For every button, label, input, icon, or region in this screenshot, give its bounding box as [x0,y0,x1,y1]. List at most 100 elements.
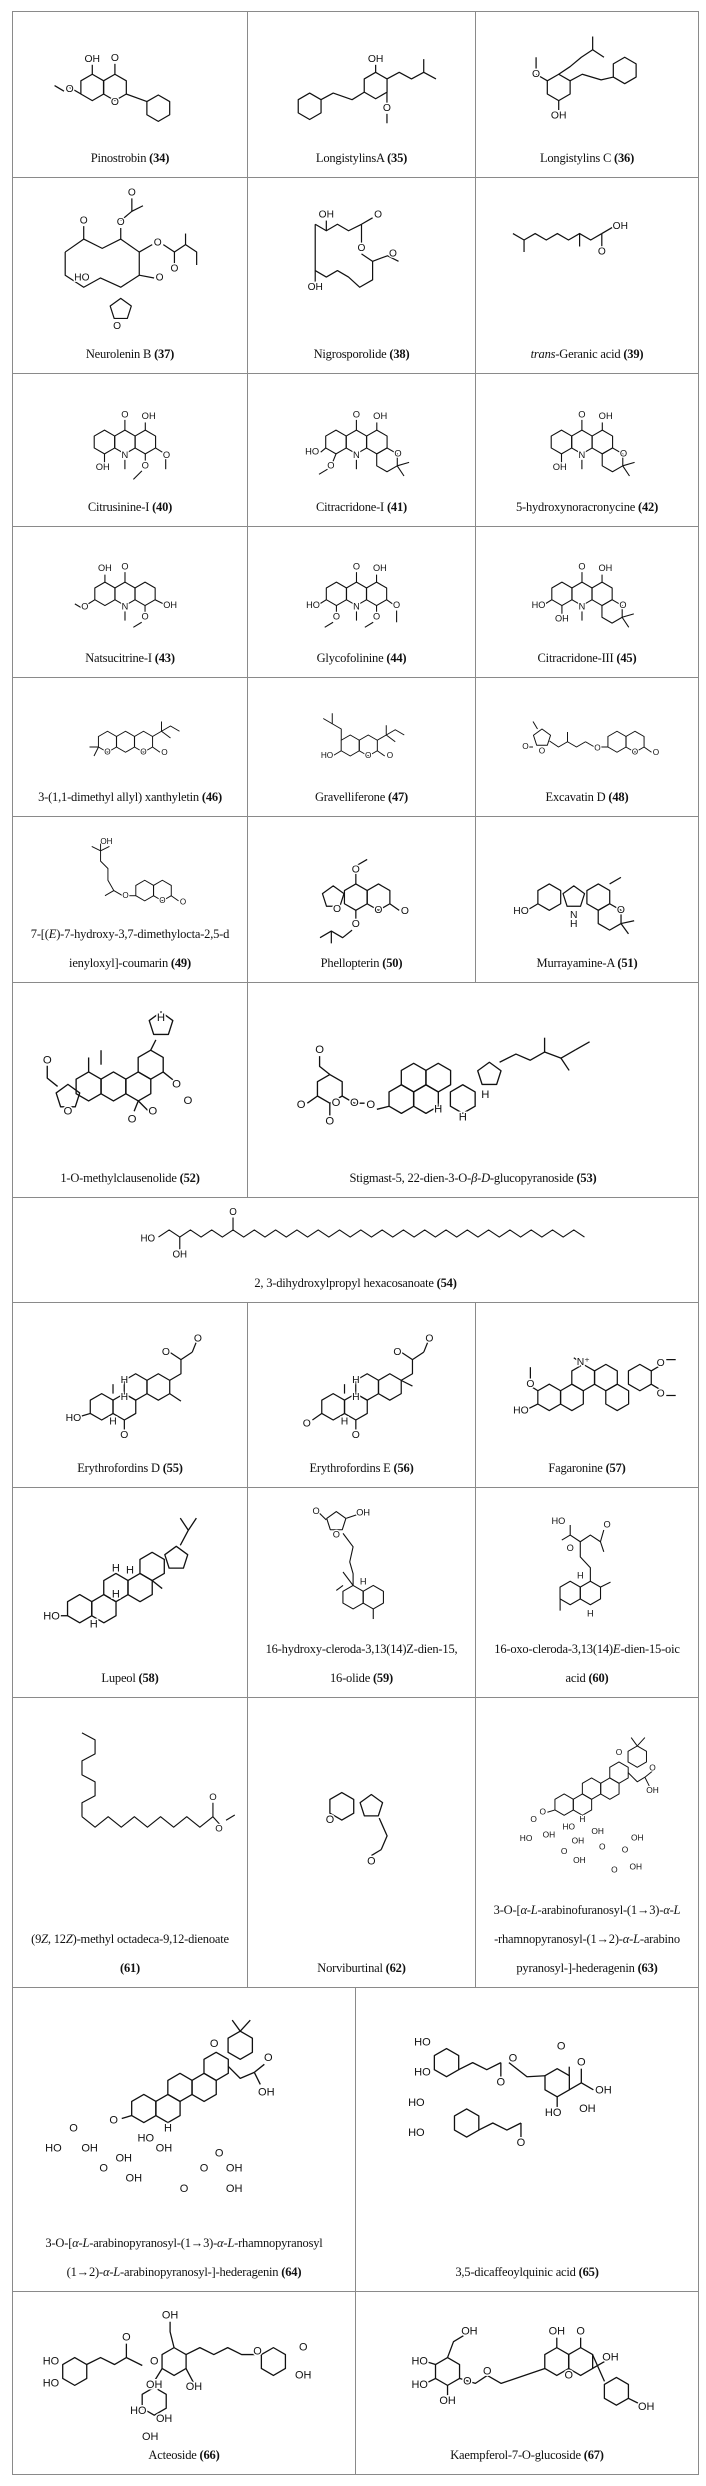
atom-label: O [122,2332,130,2344]
ring-bond [55,1083,81,1108]
atom-label: HO [74,273,89,284]
ring-bond [321,885,345,907]
ring-bond [152,879,172,902]
atom-label: O [200,2163,209,2175]
atom-label: H [587,1608,594,1618]
atom-label: H [126,1564,134,1576]
compound-name-text: -rhamnopyranosyl-(1→2)- [494,1932,623,1946]
bond-line [378,1817,388,1850]
compound-name-text: Excavatin D [545,790,609,804]
atom-label: O [358,243,366,254]
compound-name-text: Glycofolinine [316,651,387,665]
bond-line [100,850,115,891]
atom-label: H [112,1562,120,1574]
label-line: 16-olide (59) [248,1664,475,1693]
atom-label: O [313,1506,320,1516]
compound-name-text: 3-O-[ [45,2236,73,2250]
atom-label: OH [613,221,628,232]
atom-label: O [253,2345,261,2357]
atom-label: H [121,1375,128,1386]
atom-label: OH [156,2143,173,2155]
compound-name-text: -Geranic acid [555,347,624,361]
bond-line [376,750,386,757]
compound-name-text: β [471,1171,478,1185]
compound-name-text: α-L [102,2265,121,2279]
ring-bond [551,581,573,607]
atom-label: O [156,273,164,284]
atom-label: O [394,448,401,458]
bond-line [609,876,622,885]
ring-bond [433,2047,460,2078]
atom-label: O [393,1347,401,1358]
atom-label: H [481,1089,489,1101]
atom-label: O [121,409,128,419]
atom-label: OH [368,54,384,65]
compound-name-text: 3-(1,1-dimethyl allyl) xanthyletin [38,790,202,804]
atom-label: O [99,2163,108,2175]
ring-bond [559,1383,584,1412]
ring-bond [326,1510,347,1531]
compound-name-text: 16-olide [329,1671,373,1685]
ring-bond [134,429,157,455]
label-line: Lupeol (58) [13,1664,247,1693]
compound-name-text: -rhamnopyranosyl [234,2236,323,2250]
compound-name-text: Citracridone-I [316,500,387,514]
compound-name-text: 3-O-[ [493,1903,521,1917]
atom-label: O [163,450,170,460]
compound-number: (56) [393,1461,414,1475]
atom-label: OH [163,600,177,610]
label-line: Stigmast-5, 22-dien-3-O-β-D-glucopyranos… [248,1164,698,1193]
bond-line [644,1770,653,1778]
compound-label: 3-O-[α-L-arabinopyranosyl-(1→3)-α-L-rham… [13,2229,355,2291]
compound-name-text: Pinostrobin [90,151,150,165]
bond-line [459,2374,488,2385]
atom-label: O [483,2365,491,2377]
atom-label: O [120,1430,128,1441]
compound-label: 2, 3-dihydroxylpropyl hexacosanoate (54) [13,1269,698,1302]
ring-bond [605,1383,630,1412]
compound-number: (43) [154,651,175,665]
compound-number: (46) [201,790,222,804]
ring-bond [137,1049,164,1080]
compound-name-text: -arabino [639,1932,680,1946]
bond-line [150,1039,157,1051]
bond-line [151,1580,163,1590]
ring-bond [477,1061,502,1086]
ring-bond [607,730,627,753]
atom-label: O [578,409,585,419]
atom-label: HO [414,2036,431,2048]
compound-number: (54) [436,1276,457,1290]
label-line: Citracridone-III (45) [476,644,698,673]
label-line: (1→2)-α-L-arabinopyranosyl-]-hederagenin… [13,2258,355,2287]
atom-label: HO [43,2377,59,2389]
bond-line [544,599,553,605]
atom-label: OH [461,2326,477,2338]
compound-label: 3,5-dicaffeoylquinic acid (65) [356,2258,698,2291]
bond-line [331,713,342,741]
compound-number: (50) [382,956,403,970]
bond-line [630,1737,638,1747]
ring-bond [141,2386,167,2416]
atom-label: OH [602,2351,618,2363]
atom-label: O [632,747,639,756]
atom-label: O [522,742,529,751]
bond-line [560,1057,570,1071]
atom-label: O [616,1747,623,1757]
bond-line [528,1403,539,1410]
atom-label: O [161,748,168,757]
atom-label: O [172,1078,181,1090]
chemical-structure-61: OO [81,1732,236,1836]
ring-bond [559,1580,581,1606]
atom-label: O [611,1864,618,1874]
compound-number: (48) [608,790,629,804]
compound-label: LongistylinsA (35) [248,144,475,177]
atom-label: O [517,2137,526,2149]
